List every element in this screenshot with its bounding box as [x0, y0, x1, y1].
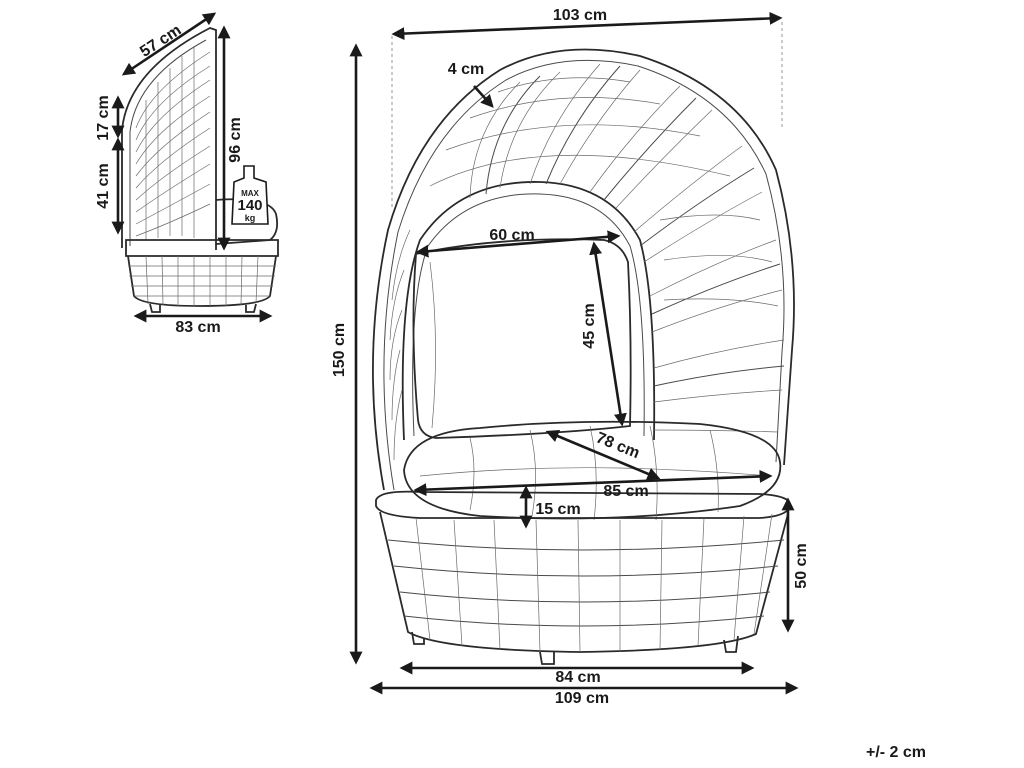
- base-width-label: 84 cm: [555, 669, 600, 686]
- back-cushion-height-label: 45 cm: [581, 303, 598, 348]
- overall-width-label: 109 cm: [555, 690, 609, 707]
- cushion-width-label: 85 cm: [603, 483, 648, 500]
- opening-width-label: 60 cm: [489, 227, 534, 244]
- side-back-height-label: 41 cm: [95, 163, 112, 208]
- canopy-thickness-arrow: [473, 85, 494, 108]
- max-load-weight-icon: MAX 140 kg: [231, 165, 269, 225]
- cushion-width-arrow: [413, 469, 773, 497]
- side-width-top-label: 57 cm: [137, 22, 184, 61]
- back-cushion-height-arrow: [589, 241, 627, 427]
- side-view: 57 cm 17 cm 41 cm 96 cm 83 cm MAX 140 kg: [95, 12, 279, 336]
- side-canopy-height-label: 17 cm: [95, 95, 112, 140]
- max-load-top: MAX: [241, 189, 259, 198]
- base-height-label: 50 cm: [793, 543, 810, 588]
- total-height-label: 150 cm: [331, 323, 348, 377]
- canopy-thickness-label: 4 cm: [448, 61, 484, 78]
- side-total-height-label: 96 cm: [227, 117, 244, 162]
- tolerance-note: +/- 2 cm: [866, 744, 926, 761]
- cushion-thickness-label: 15 cm: [535, 501, 580, 518]
- opening-width-arrow: [415, 230, 621, 258]
- max-load-unit: kg: [245, 213, 256, 223]
- canopy-width-arrow: [391, 11, 783, 41]
- max-load-value: 140: [237, 197, 262, 214]
- side-width-bottom-label: 83 cm: [175, 319, 220, 336]
- cushion-diagonal-label: 78 cm: [593, 429, 641, 462]
- canopy-width-label: 103 cm: [553, 7, 607, 24]
- side-width-top-arrow: [121, 12, 217, 76]
- front-view: 103 cm 4 cm 60 cm 45 cm 150 cm 78 cm 85 …: [331, 7, 810, 707]
